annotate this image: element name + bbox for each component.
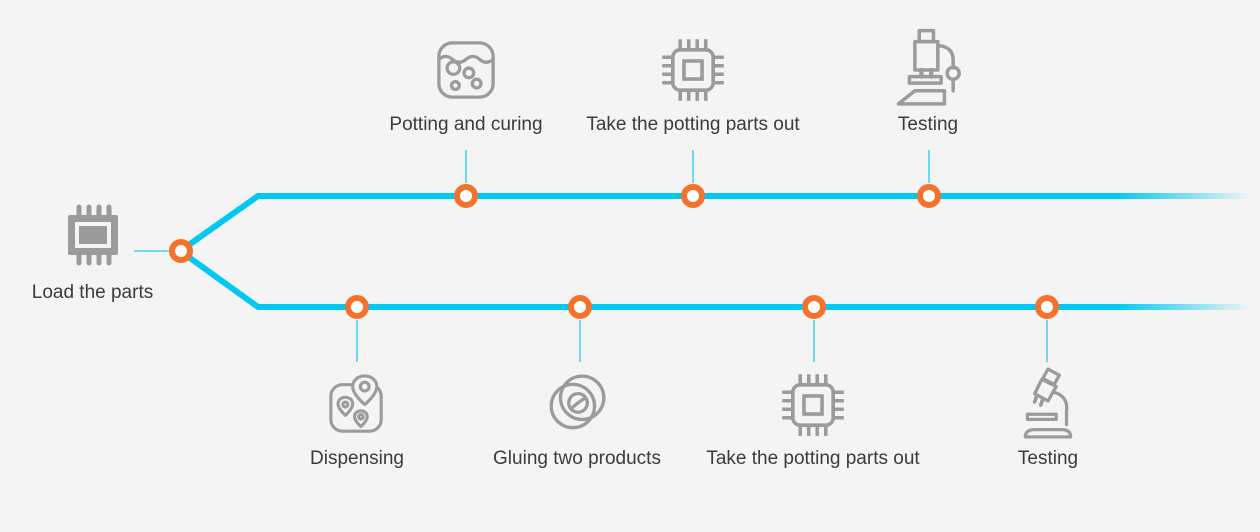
station-testing-bottom: Testing	[918, 366, 1178, 472]
potting-jar-icon	[435, 28, 497, 112]
branch-node	[169, 239, 193, 263]
microscope-icon	[893, 28, 963, 112]
node-take-parts-out-top	[681, 184, 705, 208]
step-label: Gluing two products	[493, 448, 661, 469]
node-testing-top	[917, 184, 941, 208]
step-label: Take the potting parts out	[586, 114, 800, 135]
step-label: Dispensing	[310, 448, 404, 469]
dispensing-pins-icon	[326, 366, 388, 444]
station-potting-and-curing: Potting and curing	[336, 28, 596, 138]
top-branch-line	[181, 193, 1118, 252]
station-gluing: Gluing two products	[447, 366, 707, 472]
gluing-discs-icon	[544, 366, 610, 444]
node-dispensing	[345, 295, 369, 319]
step-label: Testing	[897, 114, 959, 135]
chip-outline-icon	[659, 28, 727, 112]
station-testing-top: Testing	[798, 28, 1058, 138]
step-label: Load the parts	[31, 282, 154, 303]
station-take-parts-out-top: Take the potting parts out	[563, 28, 823, 138]
station-load-the-parts: Load the parts	[20, 200, 165, 306]
chip-outline-icon	[779, 366, 847, 444]
step-label: Take the potting parts out	[706, 448, 920, 469]
node-take-parts-out-bottom	[802, 295, 826, 319]
step-label: Potting and curing	[389, 114, 543, 135]
step-label: Testing	[1017, 448, 1079, 469]
node-gluing	[568, 295, 592, 319]
station-dispensing: Dispensing	[227, 366, 487, 472]
bottom-branch-line	[181, 250, 1118, 310]
node-testing-bottom	[1035, 295, 1059, 319]
microscope-tilted-icon	[1017, 366, 1079, 444]
chip-icon	[66, 200, 120, 270]
node-potting-and-curing	[454, 184, 478, 208]
station-take-parts-out-bottom: Take the potting parts out	[683, 366, 943, 472]
